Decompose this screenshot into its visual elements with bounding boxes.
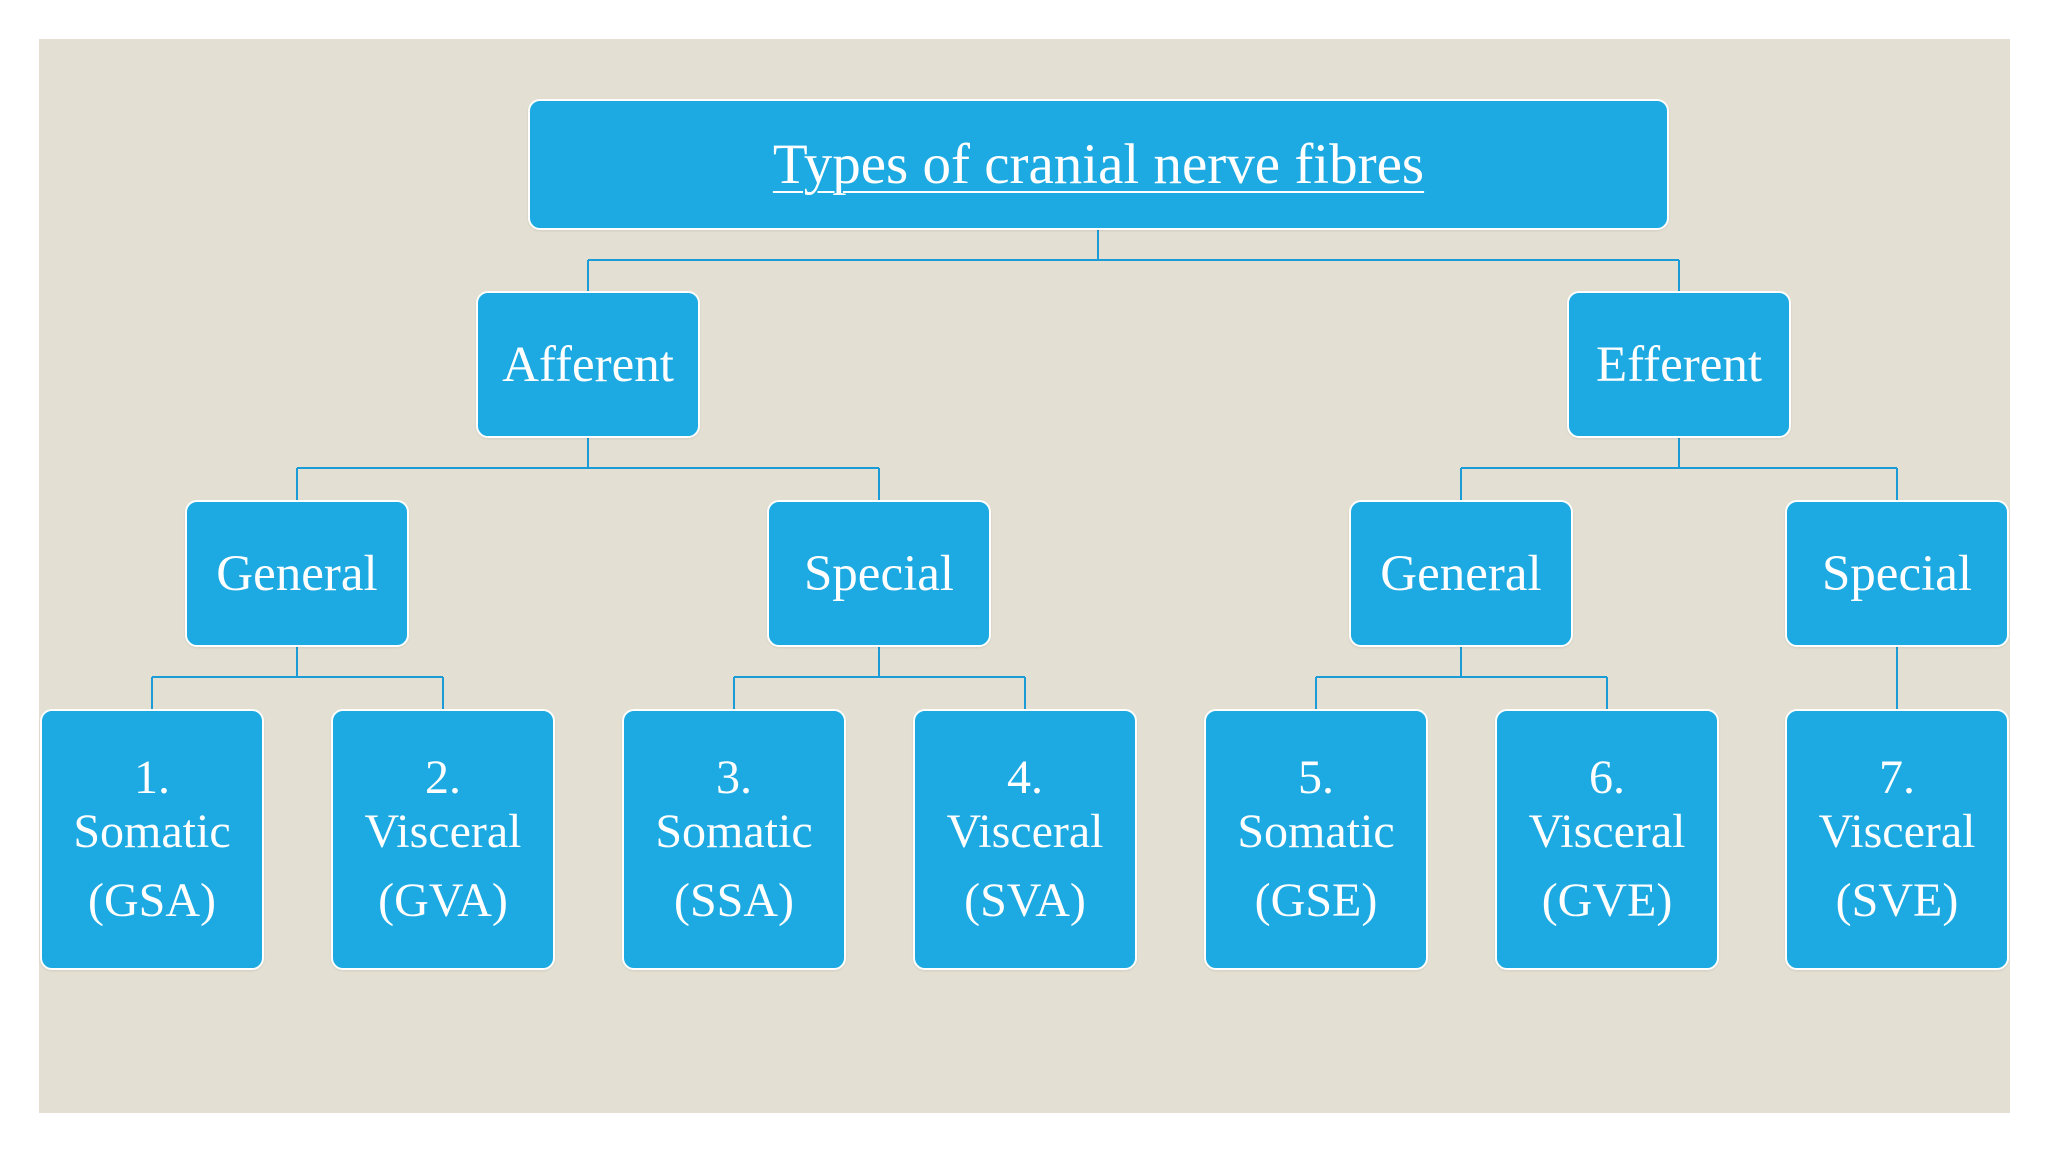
leaf-gve-box: 6. Visceral (GVE) (1495, 709, 1719, 970)
leaf-kind: Visceral (1818, 805, 1976, 859)
leaf-code: (GVE) (1541, 873, 1673, 927)
diagram-title: Types of cranial nerve fibres (772, 133, 1425, 196)
leaf-ssa-box: 3. Somatic (SSA) (622, 709, 846, 970)
leaf-gse-box: 5. Somatic (GSE) (1204, 709, 1428, 970)
afferent-special-label: Special (803, 545, 955, 602)
efferent-special-label: Special (1821, 545, 1973, 602)
afferent-general-box: General (185, 500, 409, 647)
efferent-general-box: General (1349, 500, 1573, 647)
leaf-sve-box: 7. Visceral (SVE) (1785, 709, 2009, 970)
leaf-number: 4. (1007, 751, 1043, 805)
leaf-number: 2. (425, 751, 461, 805)
leaf-kind: Visceral (364, 805, 522, 859)
leaf-kind: Visceral (1528, 805, 1686, 859)
leaf-code: (GSA) (88, 873, 216, 927)
leaf-code: (SVE) (1835, 873, 1959, 927)
leaf-gsa-box: 1. Somatic (GSA) (40, 709, 264, 970)
afferent-label: Afferent (502, 336, 674, 393)
leaf-gva-box: 2. Visceral (GVA) (331, 709, 555, 970)
leaf-code: (GSE) (1254, 873, 1378, 927)
afferent-general-label: General (216, 545, 378, 602)
leaf-kind: Somatic (1237, 805, 1395, 859)
leaf-sva-box: 4. Visceral (SVA) (913, 709, 1137, 970)
leaf-number: 5. (1298, 751, 1334, 805)
leaf-kind: Visceral (946, 805, 1104, 859)
leaf-number: 6. (1589, 751, 1625, 805)
leaf-kind: Somatic (73, 805, 231, 859)
leaf-code: (SVA) (964, 873, 1086, 927)
leaf-code: (GVA) (378, 873, 508, 927)
efferent-label: Efferent (1595, 336, 1763, 393)
efferent-box: Efferent (1567, 291, 1791, 438)
afferent-special-box: Special (767, 500, 991, 647)
leaf-number: 1. (134, 751, 170, 805)
leaf-number: 7. (1879, 751, 1915, 805)
efferent-special-box: Special (1785, 500, 2009, 647)
afferent-box: Afferent (476, 291, 700, 438)
title-box: Types of cranial nerve fibres (528, 99, 1669, 230)
efferent-general-label: General (1380, 545, 1542, 602)
leaf-kind: Somatic (655, 805, 813, 859)
leaf-code: (SSA) (673, 873, 795, 927)
leaf-number: 3. (716, 751, 752, 805)
